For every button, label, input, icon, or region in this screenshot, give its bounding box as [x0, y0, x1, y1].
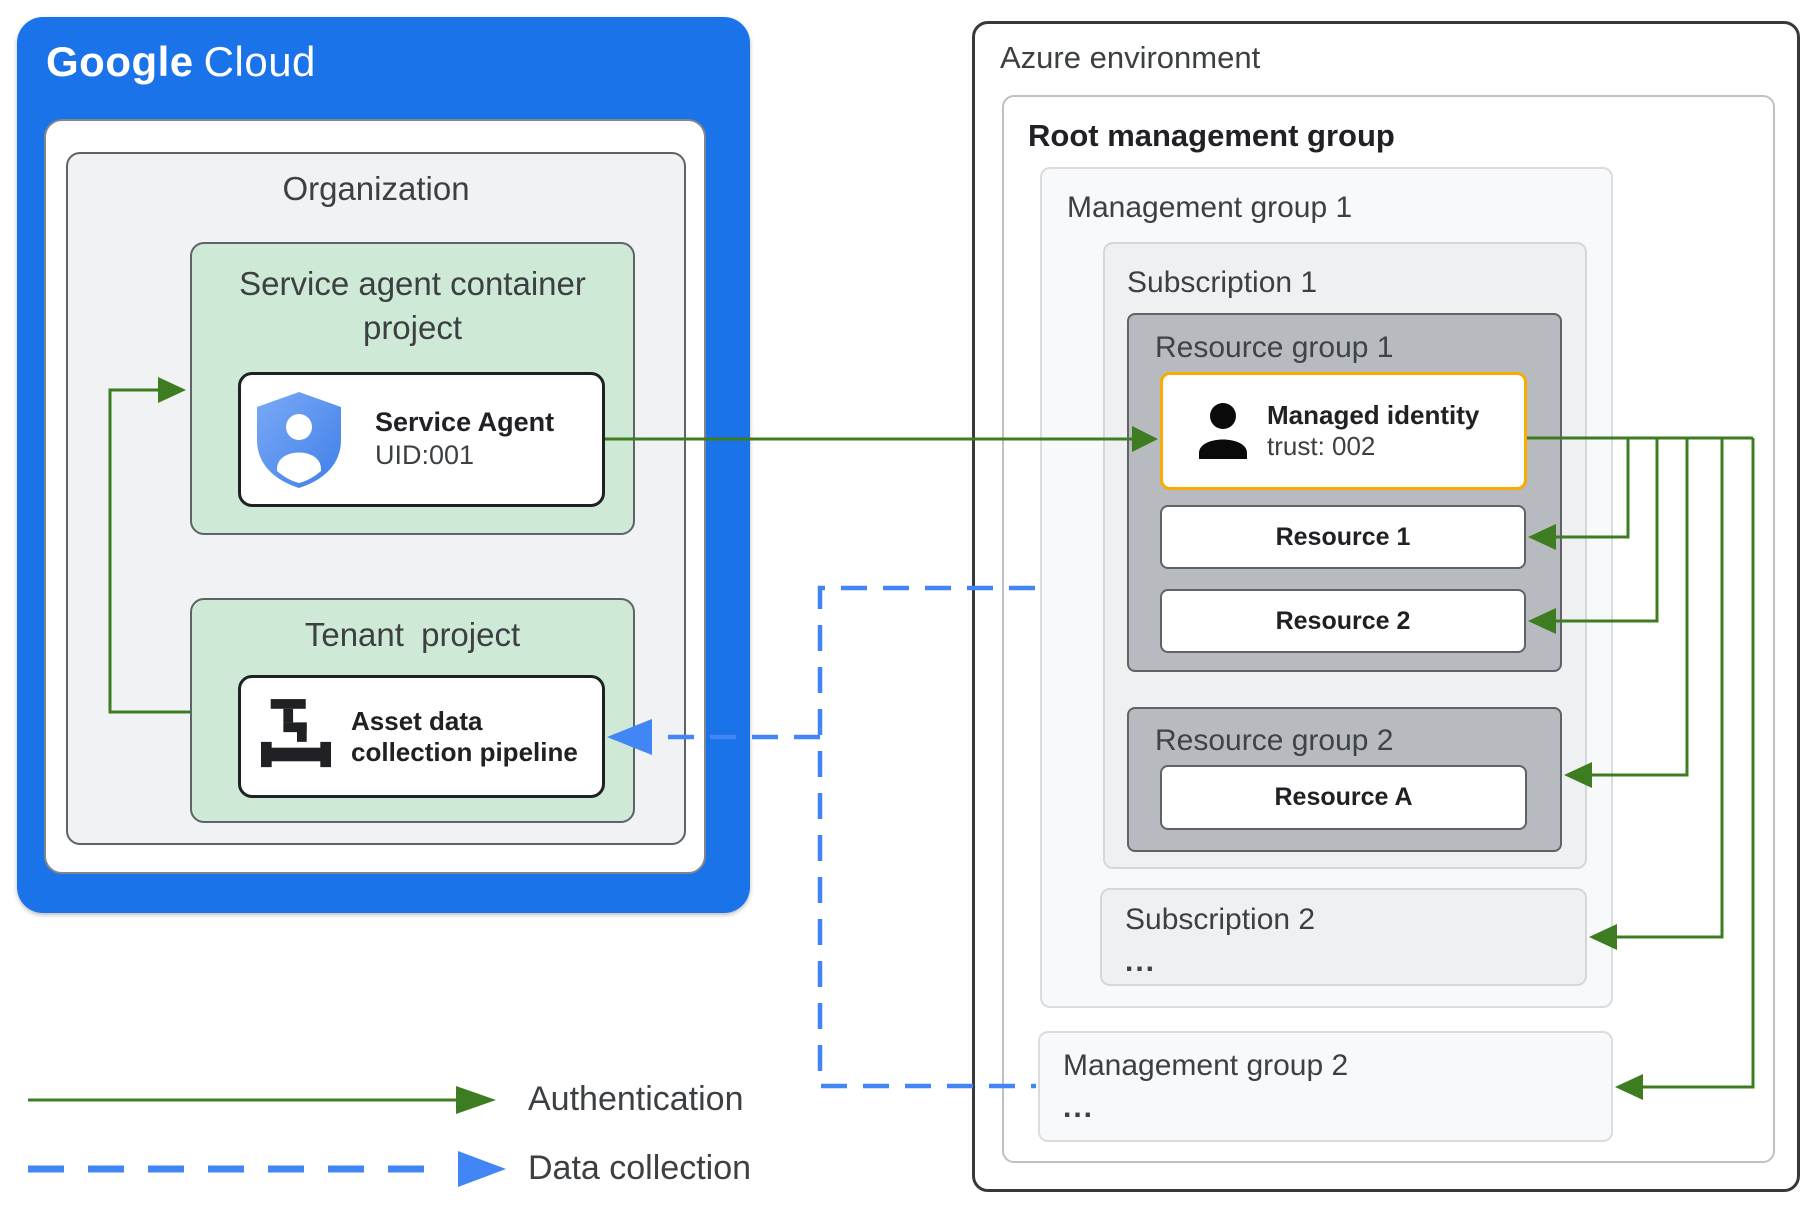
management-group-1-title: Management group 1	[1067, 191, 1353, 224]
subscription-2-ellipsis: ...	[1125, 945, 1157, 978]
asset-data-collection-pipeline-card: Asset data collection pipeline	[238, 675, 605, 798]
service-agent-name: Service Agent	[375, 407, 555, 438]
asset-pipeline-label-line1: Asset data	[351, 705, 483, 736]
service-agent-card: Service Agent UID:001	[238, 372, 605, 507]
resource-a-card: Resource A	[1160, 765, 1527, 830]
management-group-2-container	[1038, 1031, 1613, 1142]
person-icon	[1199, 403, 1247, 459]
subscription-2-container	[1100, 888, 1587, 986]
service-agent-container-project-title: Service agent container project	[239, 265, 586, 346]
managed-identity-trust: trust: 002	[1267, 431, 1376, 462]
management-group-2-title: Management group 2	[1063, 1049, 1349, 1082]
legend-authentication-arrowhead	[456, 1086, 496, 1114]
management-group-2-ellipsis: ...	[1063, 1091, 1095, 1124]
organization-title: Organization	[282, 170, 470, 207]
logo-cloud: Cloud	[203, 38, 316, 85]
logo-google: Google	[46, 38, 194, 85]
legend-data-collection-arrowhead	[458, 1151, 506, 1187]
legend-authentication-label: Authentication	[528, 1080, 744, 1118]
managed-identity-name: Managed identity	[1267, 399, 1480, 430]
shield-person-icon	[257, 391, 341, 488]
legend-data-collection-label: Data collection	[528, 1149, 752, 1187]
azure-environment-title: Azure environment	[1000, 40, 1261, 75]
resource-group-2-title: Resource group 2	[1155, 724, 1394, 757]
tenant-project-title: Tenant project	[304, 616, 521, 653]
resource-2-card: Resource 2	[1160, 589, 1526, 653]
subscription-1-title: Subscription 1	[1127, 266, 1318, 299]
pipeline-valve-icon	[261, 698, 331, 767]
service-agent-uid: UID:001	[375, 439, 475, 470]
root-management-group-title: Root management group	[1028, 118, 1395, 153]
managed-identity-card: Managed identity trust: 002	[1160, 372, 1527, 490]
resource-group-1-title: Resource group 1	[1155, 331, 1394, 364]
resource-1-card: Resource 1	[1160, 505, 1526, 569]
asset-pipeline-label-line2: collection pipeline	[351, 736, 578, 767]
subscription-2-title: Subscription 2	[1125, 903, 1316, 936]
